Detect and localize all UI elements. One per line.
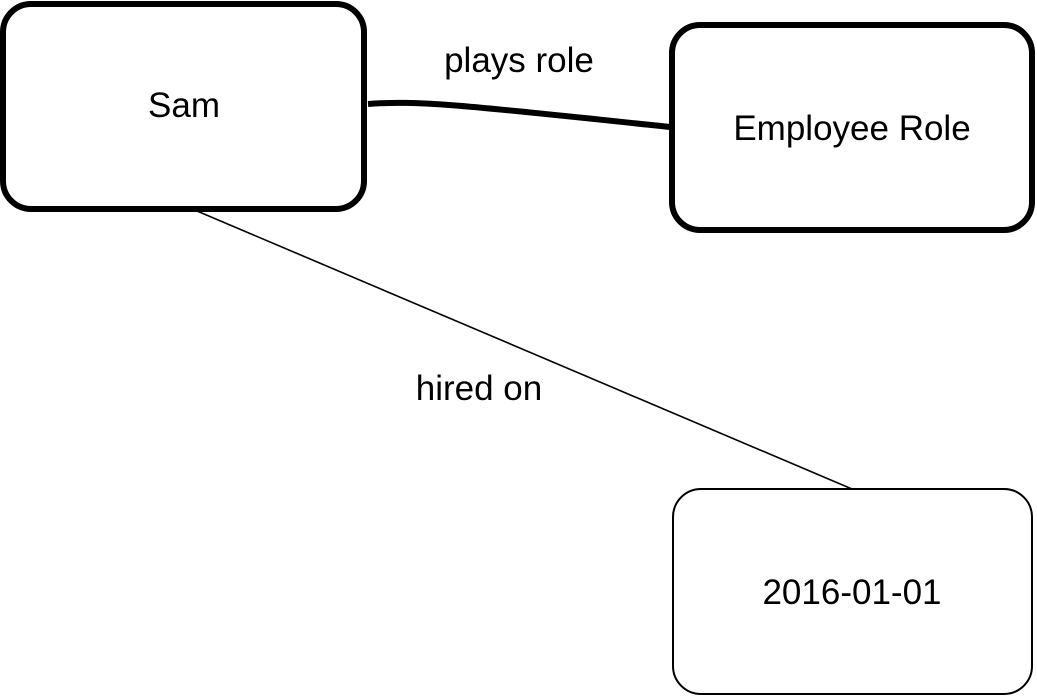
node-sam: Sam [0,1,367,212]
edge-hired-on [196,210,853,490]
node-employee-role-label: Employee Role [733,109,970,148]
node-sam-box [0,1,367,212]
node-employee-role: Employee Role [669,22,1035,233]
edge-hired-on-label: hired on [416,369,542,408]
edge-plays-role-label: plays role [444,41,594,80]
node-hire-date-label: 2016-01-01 [762,573,941,612]
node-hire-date: 2016-01-01 [672,488,1033,695]
node-sam-label: Sam [148,86,220,125]
node-hire-date-box [672,488,1033,695]
node-employee-role-box [669,22,1035,233]
edge-plays-role [367,99,671,130]
